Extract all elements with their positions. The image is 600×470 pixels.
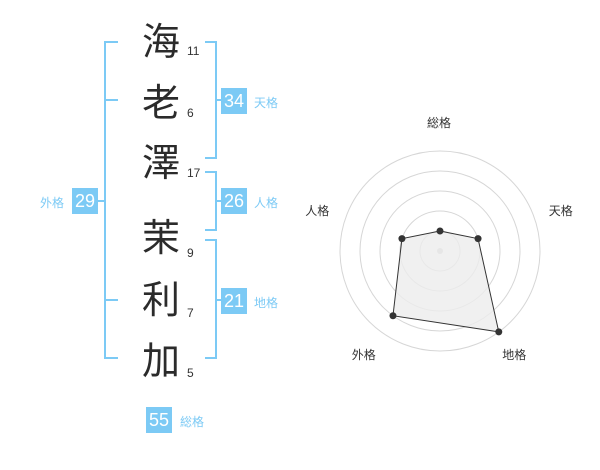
radar-point (495, 328, 503, 336)
stroke-count-5: 7 (187, 306, 194, 320)
radar-grid-ring (359, 170, 521, 332)
stroke-count-2: 6 (187, 106, 194, 120)
tenkaku-value: 34 (221, 88, 248, 114)
soukaku-value: 55 (146, 407, 173, 433)
radar-grid-ring (339, 150, 541, 352)
chikaku-value: 21 (221, 288, 248, 314)
stroke-count-1: 11 (187, 44, 200, 58)
gaikaku-value: 29 (72, 188, 99, 214)
name-char-2: 老 (141, 81, 180, 125)
name-char-1: 海 (141, 20, 180, 64)
chikaku-label: 地格 (254, 296, 279, 310)
stroke-count-6: 5 (187, 366, 194, 380)
jinkaku-label: 人格 (254, 196, 279, 210)
name-char-6: 加 (141, 339, 180, 383)
radar-point (474, 235, 482, 243)
radar-axis-label-gaikaku: 外格 (351, 347, 376, 362)
stroke-count-4: 9 (187, 246, 194, 260)
radar-point (436, 227, 444, 235)
name-char-3: 澤 (141, 141, 180, 185)
gaikaku-label: 外格 (40, 196, 65, 210)
radar-point (389, 312, 397, 320)
radar-axis-label-soukaku: 総格 (427, 116, 452, 130)
jinkaku-value: 26 (221, 188, 248, 214)
tenkaku-label: 天格 (254, 96, 279, 110)
name-char-4: 茉 (141, 216, 180, 260)
radar-axis-label-jinkaku: 人格 (305, 204, 330, 219)
name-char-5: 利 (141, 278, 180, 322)
radar-polygon (392, 230, 500, 333)
stroke-count-3: 17 (187, 166, 201, 180)
radar-axis-label-chikaku: 地格 (502, 347, 527, 362)
radar-axis-label-tenkaku: 天格 (548, 204, 573, 219)
radar-point (398, 235, 406, 243)
soukaku-label: 総格 (180, 415, 205, 429)
